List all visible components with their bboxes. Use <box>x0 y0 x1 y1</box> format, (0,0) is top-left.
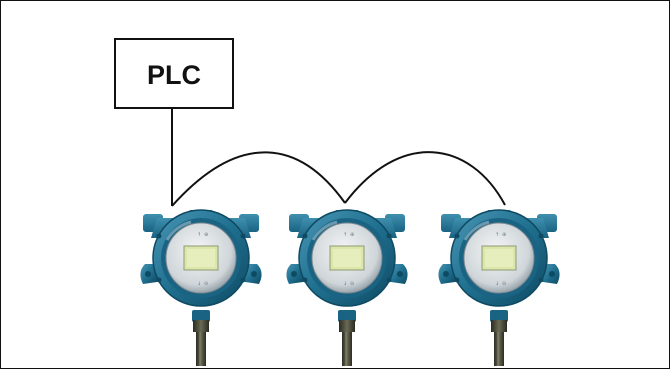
plc-border <box>114 38 234 109</box>
plc-label: PLC <box>147 60 201 90</box>
cable-segment-1 <box>171 151 346 207</box>
plc-box: PLC <box>114 38 234 109</box>
cable-segment-2 <box>344 151 506 206</box>
wiring <box>171 109 506 207</box>
